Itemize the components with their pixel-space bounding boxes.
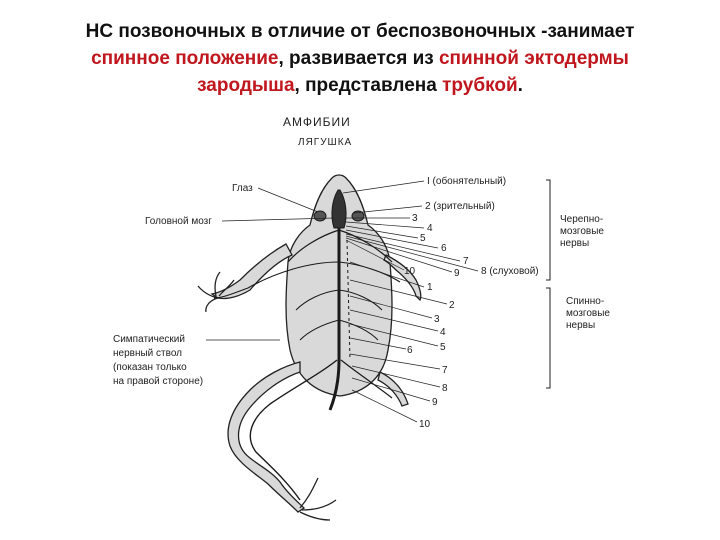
- nerve-right-cranial: [338, 229, 393, 263]
- bracket-cranial: [546, 179, 551, 281]
- group-cranial-2: мозговые: [560, 226, 604, 237]
- label-sympathetic-1: Симпатический: [113, 334, 185, 345]
- leader-spinal-6: [349, 337, 407, 350]
- leader-spinal-10: [351, 389, 418, 423]
- sympathetic-trunk: [346, 239, 351, 361]
- label-spinal-6: 6: [407, 345, 413, 356]
- cranial-leaders: [342, 180, 479, 273]
- nerve-sciatic-right: [340, 359, 393, 399]
- title-line-3: зародыша, представлена трубкой.: [0, 72, 720, 99]
- label-spinal-8: 8: [442, 383, 448, 394]
- leader-cranial-6: [345, 229, 439, 249]
- nerve-trunk-left-1: [295, 289, 340, 311]
- leader-cranial-7: [345, 233, 461, 262]
- leader-spinal-1: [349, 261, 425, 288]
- right-eye: [351, 210, 365, 222]
- label-cranial-4: 4: [427, 223, 433, 234]
- heading-amphibians: АМФИБИИ: [283, 115, 351, 129]
- label-cranial-8: 8 (слуховой): [481, 266, 539, 277]
- title-text-1: НС позвоночных в отличие от беспозвоночн…: [85, 21, 635, 42]
- nerve-trunk-right-2: [338, 319, 379, 341]
- label-sympathetic-3: (показан только: [113, 362, 187, 373]
- label-cranial-2: 2 (зрительный): [425, 201, 495, 212]
- label-cranial-5: 5: [420, 233, 426, 244]
- left-hand-fingers: [197, 271, 235, 313]
- title-line-2: спинное положение, развивается из спинно…: [0, 45, 720, 72]
- leader-cranial-4: [345, 221, 425, 229]
- left-eye: [313, 210, 327, 222]
- spinal-cord: [328, 228, 341, 411]
- leader-cranial-10: [345, 239, 405, 271]
- spinal-leaders: [349, 261, 448, 423]
- right-hind-leg: [377, 371, 409, 407]
- nerve-trunk-left-2: [299, 319, 340, 341]
- nerve-sciatic-left: [249, 359, 338, 501]
- leader-cranial-9: [345, 237, 453, 273]
- slide-title: НС позвоночных в отличие от беспозвоночн…: [0, 18, 720, 99]
- leader-spinal-4: [349, 309, 439, 332]
- left-foot-toes: [299, 477, 337, 521]
- nerve-trunk-right-1: [338, 289, 383, 311]
- leader-spinal-2: [349, 279, 448, 305]
- leader-cranial-2: [353, 205, 423, 214]
- label-spinal-10: 10: [419, 419, 431, 430]
- leader-eye: [257, 187, 319, 213]
- group-spinal-1: Спинно-: [566, 296, 604, 307]
- leader-spinal-3: [349, 295, 433, 319]
- label-spinal-4: 4: [440, 327, 446, 338]
- leader-cranial-1: [342, 180, 425, 194]
- label-spinal-5: 5: [440, 342, 446, 353]
- group-spinal-2: мозговые: [566, 308, 610, 319]
- title-line-1: НС позвоночных в отличие от беспозвоночн…: [0, 18, 720, 45]
- label-sympathetic-2: нервный ствол: [113, 348, 182, 359]
- label-spinal-3: 3: [434, 314, 440, 325]
- bracket-spinal: [546, 287, 551, 389]
- label-spinal-9: 9: [432, 397, 438, 408]
- group-cranial-3: нервы: [560, 238, 589, 249]
- leader-spinal-5: [349, 323, 439, 347]
- label-cranial-1: I (обонятельный): [427, 175, 506, 187]
- title-highlight-embryo: зародыша: [197, 75, 295, 96]
- label-cranial-6: 6: [441, 243, 447, 254]
- title-text-3: , представлена: [294, 75, 443, 96]
- label-spinal-1: 1: [427, 282, 433, 293]
- heading-frog: ЛЯГУШКА: [298, 137, 352, 148]
- left-hind-leg: [227, 361, 306, 513]
- brain-shape: [331, 189, 347, 229]
- frog-body: [197, 174, 422, 521]
- leader-spinal-9: [351, 377, 431, 402]
- title-text-4: .: [517, 75, 523, 96]
- left-front-leg: [210, 243, 293, 300]
- label-cranial-7: 7: [463, 256, 469, 267]
- label-spinal-7: 7: [442, 365, 448, 376]
- label-eye: Глаз: [232, 183, 253, 194]
- label-spinal-2: 2: [449, 300, 455, 311]
- label-cranial-3: 3: [412, 213, 418, 224]
- leader-cranial-5: [345, 225, 419, 239]
- nerve-left-cranial: [287, 229, 340, 263]
- group-cranial-1: Черепно-: [560, 214, 603, 225]
- nerve-brachial-left: [213, 261, 340, 299]
- label-brain: Головной мозг: [145, 216, 212, 227]
- leader-cranial-8: [345, 235, 479, 272]
- title-highlight-tube: трубкой: [442, 75, 518, 96]
- title-highlight-dorsal-position: спинное положение: [91, 48, 279, 69]
- label-cranial-9: 9: [454, 268, 460, 279]
- leader-spinal-7: [349, 353, 441, 370]
- leader-spinal-8: [351, 365, 441, 388]
- group-spinal-3: нервы: [566, 320, 595, 331]
- label-sympathetic-4: на правой стороне): [113, 376, 203, 387]
- label-cranial-10: 10: [404, 266, 416, 277]
- title-text-2: , развивается из: [278, 48, 439, 69]
- title-highlight-dorsal-ectoderm: спинной эктодермы: [438, 48, 629, 69]
- leader-brain: [221, 217, 335, 222]
